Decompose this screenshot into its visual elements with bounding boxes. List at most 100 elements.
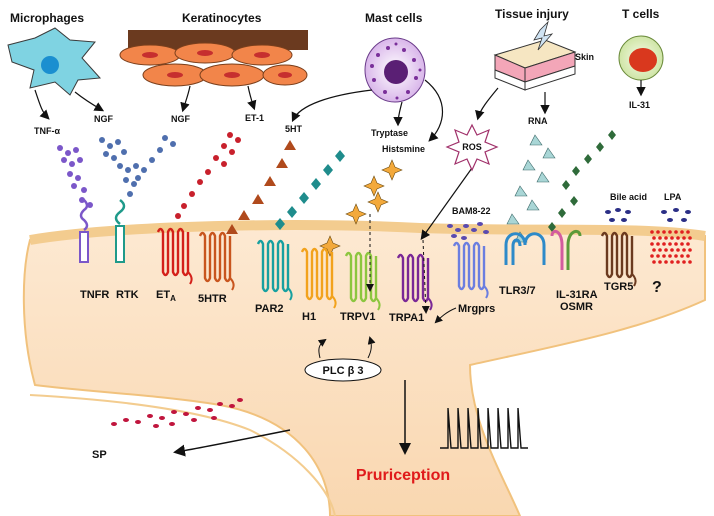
microphages-header: Microphages [10,11,84,25]
unknown-receptor-dot [664,248,668,252]
unknown-receptor-dot [682,248,686,252]
pruriception-label: Pruriception [356,467,450,484]
secretion-arrows [34,79,646,240]
skin-label: Skin [575,52,594,62]
bile-acid-label: Bile acid [610,192,647,202]
lightning-icon [533,20,554,51]
h1-receptor [300,247,337,309]
unknown-receptor-dot [674,242,678,246]
unknown-receptor-dot [662,254,666,258]
rna-label: RNA [528,116,548,126]
unknown-receptor-dot [668,254,672,258]
plc-label: PLC β 3 [323,365,364,377]
unknown-receptor-dot [682,236,686,240]
unknown-receptor-dot [652,260,656,264]
ros-burst: ROS [445,123,499,172]
unknown-receptor-dot [668,242,672,246]
unknown-receptor-dot [652,236,656,240]
tgr5-receptor [600,231,637,287]
tlr-label: TLR3/7 [499,285,536,297]
unknown-receptor-dot [688,260,692,264]
unknown-receptor-dot [676,248,680,252]
5ht-label: 5HT [285,124,303,134]
unknown-receptor-dot [662,230,666,234]
unknown-receptor-dot [686,230,690,234]
trpv1-receptor [344,251,381,311]
unknown-receptor-dot [664,260,668,264]
unknown-receptor-dot [658,260,662,264]
t-cells-header: T cells [622,7,660,21]
unknown-receptor-dot [652,248,656,252]
tissue-injury-header: Tissue injury [495,7,569,21]
unknown-receptor-dot [664,236,668,240]
unknown-receptor-dot [658,248,662,252]
membrane-band [29,220,706,245]
gpcr-receptors [156,227,637,311]
unknown-receptor-dot [650,254,654,258]
bile-acid-molecules [605,208,631,222]
unknown-receptor-dot [656,254,660,258]
macrophage-cell [7,27,102,96]
unknown-receptor-dot [680,242,684,246]
sp-label: SP [92,449,107,461]
unknown-receptor-label: ? [652,279,662,296]
unknown-receptor-dot [668,230,672,234]
tryptase-molecules [275,150,345,230]
unknown-receptor-dot [686,254,690,258]
unknown-receptor-dot [650,242,654,246]
unknown-receptor-dot [670,260,674,264]
trpa1-label: TRPA1 [389,312,424,324]
tnfr-label: TNFR [80,289,109,301]
tnfr-receptor [79,199,89,263]
lpa-label: LPA [664,192,682,202]
mrgprs-label: Mrgprs [458,303,495,315]
h1-label: H1 [302,311,316,323]
unknown-receptor-dot [656,230,660,234]
unknown-receptor-dot [650,230,654,234]
bam-molecules [447,222,489,240]
osmr-label: OSMR [560,301,593,313]
bam-label: BAM8-22 [452,206,491,216]
5htr-label: 5HTR [198,293,227,305]
plc-beta3: PLC β 3 [304,336,382,382]
et1-molecules [175,132,241,219]
keratinocytes-layer [119,30,308,87]
ngf-molecules [99,135,176,197]
trpa1-receptor [396,253,433,311]
eta-receptor [156,227,193,285]
mast-cells-header: Mast cells [365,11,423,25]
unknown-receptor-dot [662,242,666,246]
tryptase-label: Tryptase [371,128,408,138]
unknown-receptor-dot [680,230,684,234]
unknown-receptor-dot [658,236,662,240]
tnf-alpha-molecules [57,145,93,208]
mrgprs-to-trpa1-arrow [434,307,457,324]
5htr-receptor [198,231,235,291]
par2-receptor [256,239,293,301]
ngf-label-macrophage: NGF [94,114,114,124]
il31-molecules [548,130,616,232]
5ht-molecules [226,140,296,234]
il31ra-label: IL-31RA [556,289,598,301]
rtk-receptor [114,199,126,263]
unknown-receptor-dot [674,230,678,234]
unknown-receptor-dot [688,236,692,240]
unknown-receptor-dot [656,242,660,246]
et1-label: ET-1 [245,113,264,123]
unknown-receptor-dot [682,260,686,264]
unknown-receptor-dot [680,254,684,258]
mrgprs-receptor [452,241,489,299]
rtk-label: RTK [116,289,139,301]
macrophage-nucleus [41,56,59,74]
trpv1-label: TRPV1 [340,311,375,323]
tgr5-label: TGR5 [604,281,633,293]
unknown-receptor-dot [670,236,674,240]
ros-label: ROS [462,142,482,152]
tlr-receptor [504,232,546,265]
mast-cell [364,37,426,103]
keratinocytes-header: Keratinocytes [182,11,262,25]
unknown-receptor-dot [670,248,674,252]
par2-label: PAR2 [255,303,284,315]
il31-label: IL-31 [629,100,650,110]
